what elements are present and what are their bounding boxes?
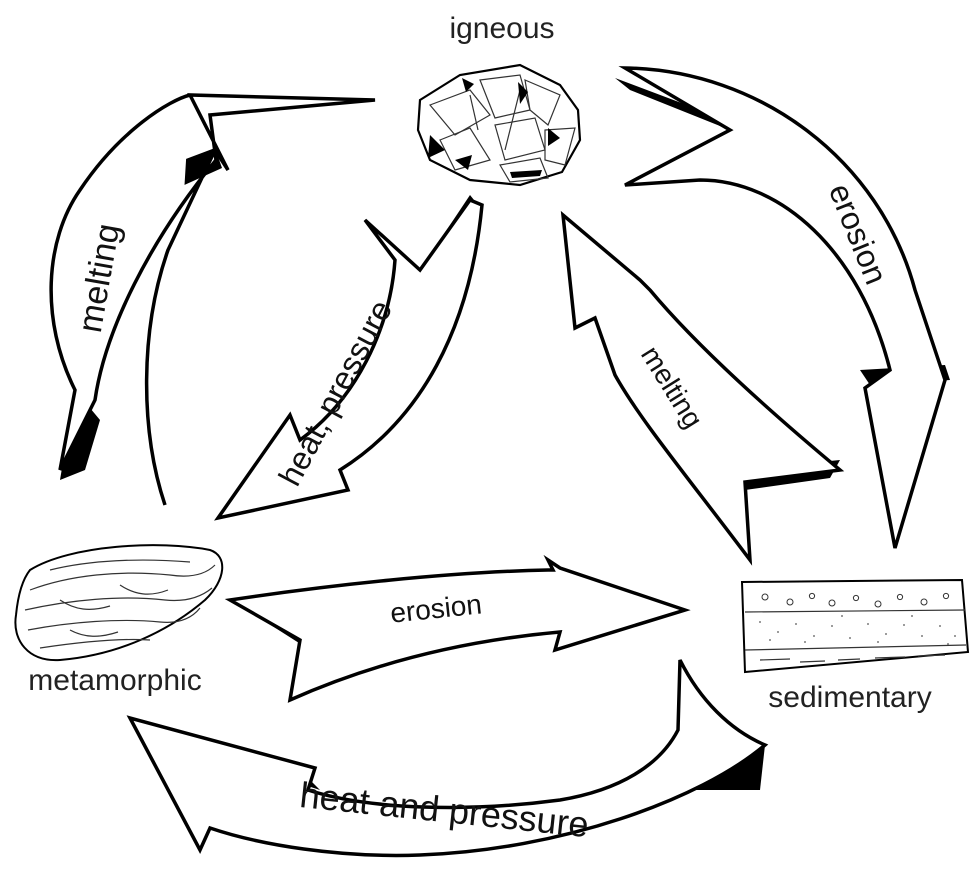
label-igneous: igneous: [449, 12, 554, 45]
arrow-heat-pressure-center: [214, 195, 484, 521]
sedimentary-rock-illustration: [740, 578, 970, 674]
igneous-rock-illustration: [416, 63, 582, 187]
label-metamorphic: metamorphic: [28, 664, 201, 697]
sediment-pebbles: [761, 592, 950, 608]
arrow-melting-left: [49, 93, 376, 506]
arrow-erosion-bottom: [224, 554, 691, 703]
arrow-melting-center: [560, 210, 845, 566]
arrow-erosion-right: [615, 66, 950, 549]
metamorphic-rock-illustration: [14, 544, 224, 662]
arrow-heat-and-pressure-bottom: [126, 659, 769, 858]
sediment-sand-dots: [759, 615, 956, 645]
label-sedimentary: sedimentary: [768, 681, 931, 714]
